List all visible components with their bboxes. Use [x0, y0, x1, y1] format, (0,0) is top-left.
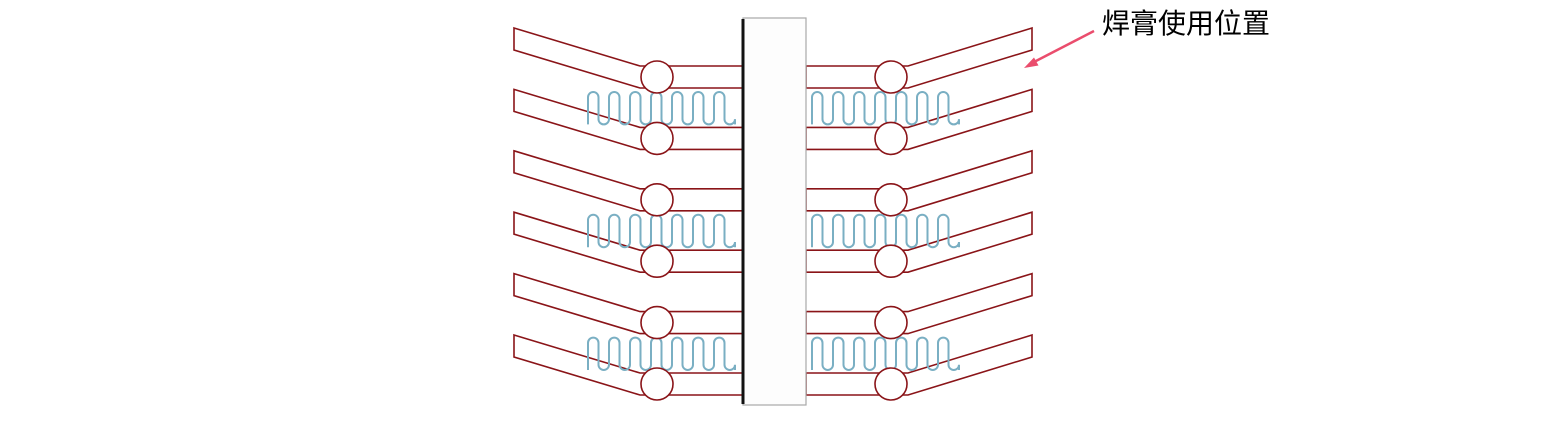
solder-fin-right [811, 336, 960, 371]
annotation-arrowhead [1024, 57, 1039, 68]
center-column [741, 17, 807, 406]
lead-plate-right [805, 272, 1033, 335]
plate-dimple-left [640, 121, 674, 156]
solder-fin-rows [587, 91, 960, 371]
plate-dimple-left [640, 60, 674, 94]
solder-fin-left [587, 213, 736, 249]
annotation-label: 焊膏使用位置 [1102, 7, 1270, 40]
lead-plate-left [513, 26, 744, 89]
annotation-arrow-line [1033, 29, 1095, 64]
annotation-arrow [1024, 29, 1095, 68]
plate-dimple-right [874, 60, 908, 94]
solder-fin-right [811, 91, 960, 126]
lead-plate-left [513, 272, 744, 335]
plate-dimple-right [874, 183, 908, 217]
center-post [742, 17, 807, 406]
plate-dimple-left [640, 305, 674, 340]
lead-plate-right [805, 88, 1033, 151]
plate-dimple-right [874, 305, 908, 340]
plate-dimples [640, 60, 908, 401]
plate-dimple-right [874, 244, 908, 279]
solder-fin-left [587, 91, 736, 126]
plate-dimple-right [874, 121, 908, 156]
plate-dimple-left [640, 183, 674, 217]
lead-plate-right [805, 333, 1033, 396]
lead-plate-right [805, 149, 1033, 212]
plate-stack [513, 26, 1033, 396]
plate-dimple-right [874, 367, 908, 401]
lead-plate-left [513, 333, 744, 396]
lead-plate-right [805, 211, 1033, 273]
solder-fin-right [811, 213, 960, 249]
lead-plate-right [805, 26, 1033, 89]
lead-plate-left [513, 149, 744, 212]
plate-dimple-left [640, 367, 674, 401]
lead-plate-left [513, 211, 744, 273]
lead-plate-left [513, 88, 744, 151]
solder-fin-left [587, 336, 736, 371]
plate-dimple-left [640, 244, 674, 279]
